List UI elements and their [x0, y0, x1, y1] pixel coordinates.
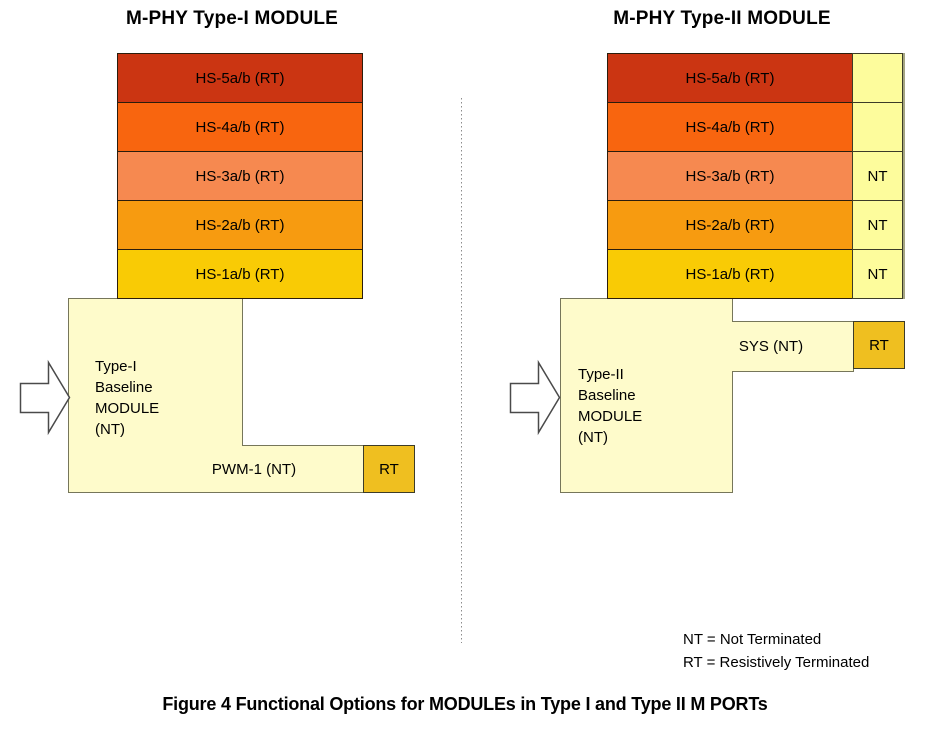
type2-baseline-text: Type-II Baseline MODULE (NT) [578, 364, 642, 448]
type2-hs2-nt-label: NT [867, 216, 888, 234]
type1-rt-box: RT [363, 445, 415, 493]
type1-pwm1-label: PWM-1 (NT) [211, 460, 297, 478]
type2-baseline-shape [560, 298, 854, 493]
type2-hs3-bar: HS-3a/b (RT) [607, 151, 853, 201]
type1-module-title: M-PHY Type-I MODULE [125, 8, 339, 29]
type2-hs1-nt-cell: NT [852, 249, 903, 299]
type2-baseline-line-2: Baseline [578, 387, 636, 404]
legend-nt-entry: NT = Not Terminated [683, 631, 822, 648]
type2-module-title: M-PHY Type-II MODULE [613, 8, 831, 29]
type2-hs1-nt-label: NT [867, 265, 888, 283]
type1-rt-label: RT [379, 460, 399, 478]
type2-hs2-nt-cell: NT [852, 200, 903, 250]
type2-hs2-bar: HS-2a/b (RT) [607, 200, 853, 250]
type2-hs5-bar: HS-5a/b (RT) [607, 53, 853, 103]
type1-hs3-label: HS-3a/b (RT) [195, 167, 285, 185]
type2-hs5-label: HS-5a/b (RT) [685, 69, 775, 87]
type2-rt-label: RT [869, 336, 889, 354]
legend-rt-entry: RT = Resistively Terminated [683, 654, 870, 671]
type1-hs5-bar: HS-5a/b (RT) [117, 53, 363, 103]
type1-hs5-label: HS-5a/b (RT) [195, 69, 285, 87]
type2-hs2-label: HS-2a/b (RT) [685, 216, 775, 234]
type1-hs2-label: HS-2a/b (RT) [195, 216, 285, 234]
type2-hs5-nt-cell [852, 53, 903, 103]
figure-caption: Figure 4 Functional Options for MODULEs … [162, 694, 768, 714]
type2-baseline-line-3: MODULE [578, 408, 643, 425]
type2-baseline-line-4: (NT) [578, 429, 608, 446]
type1-baseline-text: Type-I Baseline MODULE (NT) [95, 356, 159, 440]
type2-rt-box: RT [853, 321, 905, 369]
type1-hs3-bar: HS-3a/b (RT) [117, 151, 363, 201]
left-block-arrow-icon [19, 359, 71, 436]
right-block-arrow-icon [509, 359, 561, 436]
type2-sys-label: SYS (NT) [738, 337, 804, 355]
type2-baseline-line-1: Type-II [578, 366, 624, 383]
type2-hs3-nt-label: NT [867, 167, 888, 185]
type1-hs1-bar: HS-1a/b (RT) [117, 249, 363, 299]
type1-hs4-bar: HS-4a/b (RT) [117, 102, 363, 152]
type1-baseline-line-1: Type-I [95, 358, 137, 375]
type2-hs3-nt-cell: NT [852, 151, 903, 201]
type2-hs3-label: HS-3a/b (RT) [685, 167, 775, 185]
type2-hs4-label: HS-4a/b (RT) [685, 118, 775, 136]
type2-hs4-nt-cell [852, 102, 903, 152]
legend: NT = Not Terminated RT = Resistively Ter… [683, 628, 869, 674]
type1-hs1-label: HS-1a/b (RT) [195, 265, 285, 283]
type1-hs4-label: HS-4a/b (RT) [195, 118, 285, 136]
type2-hs1-label: HS-1a/b (RT) [685, 265, 775, 283]
type2-hs4-bar: HS-4a/b (RT) [607, 102, 853, 152]
type1-hs2-bar: HS-2a/b (RT) [117, 200, 363, 250]
type2-hs1-bar: HS-1a/b (RT) [607, 249, 853, 299]
type1-baseline-line-2: Baseline [95, 379, 153, 396]
type1-baseline-line-4: (NT) [95, 421, 125, 438]
type1-baseline-line-3: MODULE [95, 400, 160, 417]
